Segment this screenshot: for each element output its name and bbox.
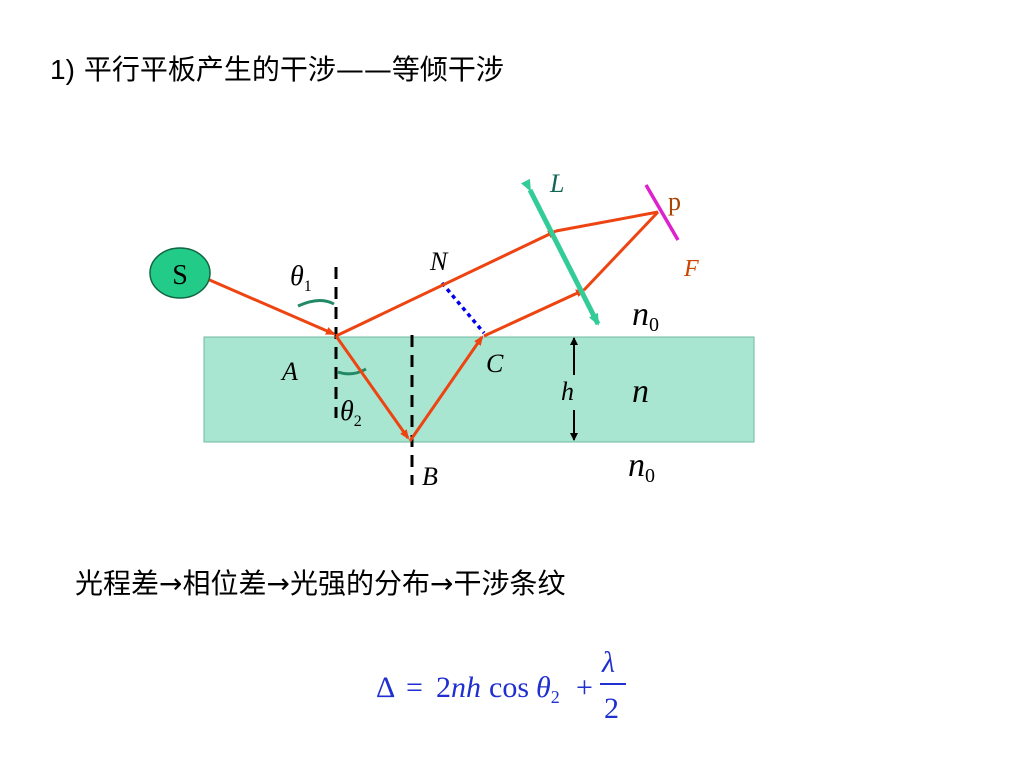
formula-theta: θ2 xyxy=(536,671,560,707)
theta1-label: θ1 xyxy=(290,261,312,295)
glass-plate xyxy=(203,336,755,443)
arrow-icon: → xyxy=(159,567,183,600)
formula-delta: Δ xyxy=(376,671,395,704)
perpendicular-NC xyxy=(440,281,486,335)
formula-denominator: 2 xyxy=(604,692,619,725)
page-title: 1) 平行平板产生的干涉——等倾干涉 xyxy=(50,48,504,88)
concept-chain: 光程差→相位差→光强的分布→干涉条纹 xyxy=(75,562,565,602)
lens-L xyxy=(521,178,601,326)
theta1-arc xyxy=(297,299,335,308)
chain-step-4: 干涉条纹 xyxy=(453,567,566,600)
light-source xyxy=(149,247,211,299)
reflected-ray-1 xyxy=(335,229,558,338)
n0-top-label: n0 xyxy=(632,296,659,336)
formula-nh: nh xyxy=(451,671,481,704)
chain-step-3: 光强的分布 xyxy=(289,567,430,600)
point-C-label: C xyxy=(486,349,504,378)
formula-numerator: λ xyxy=(601,646,615,679)
title-number: 1) xyxy=(50,54,75,85)
n-plate-label: n xyxy=(632,373,649,410)
refracted-ray-AB xyxy=(334,335,410,440)
formula-equals: = xyxy=(406,671,423,704)
title-text: 平行平板产生的干涉——等倾干涉 xyxy=(83,53,504,86)
theta2-arc xyxy=(337,367,367,376)
focal-screen xyxy=(644,184,680,241)
point-A-label: A xyxy=(280,357,298,386)
arrow-icon: → xyxy=(266,567,290,600)
formula-cos: cos xyxy=(489,671,529,704)
formula-body: 2 xyxy=(436,671,451,704)
source-label: S xyxy=(172,260,188,291)
chain-step-2: 相位差 xyxy=(182,567,267,600)
arrow-icon: → xyxy=(429,567,454,600)
point-B-label: B xyxy=(422,462,438,491)
chain-step-1: 光程差 xyxy=(75,567,160,600)
formula-plus: + xyxy=(576,671,593,704)
incident-ray xyxy=(204,276,336,336)
theta2-label: θ2 xyxy=(340,396,362,430)
thickness-label: h xyxy=(561,377,574,406)
point-N-label: N xyxy=(429,247,449,276)
lens-label: L xyxy=(549,169,564,198)
screen-label: F xyxy=(683,256,699,282)
n0-bottom-label: n0 xyxy=(628,447,655,487)
point-label: p xyxy=(668,187,681,216)
reflected-ray-BC xyxy=(408,335,484,442)
